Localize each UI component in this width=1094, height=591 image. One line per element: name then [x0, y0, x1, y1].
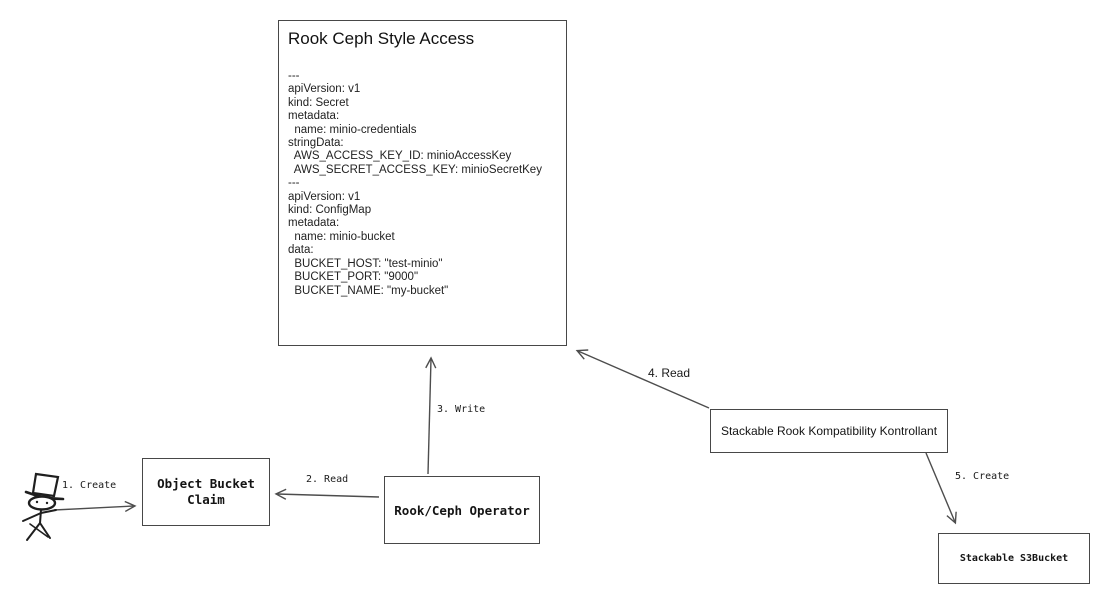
stackable-s3bucket-node: Stackable S3Bucket	[938, 533, 1090, 584]
edge-label-4-read: 4. Read	[648, 366, 691, 380]
arrow-3-write	[425, 356, 437, 475]
yaml-manifest-text: --- apiVersion: v1 kind: Secret metadata…	[288, 70, 542, 297]
access-box-title: Rook Ceph Style Access	[288, 29, 475, 48]
arrow-5-create	[925, 452, 957, 525]
object-bucket-claim-label: Object Bucket Claim	[157, 476, 255, 507]
rook-ceph-operator-node: Rook/Ceph Operator	[384, 476, 540, 544]
rook-ceph-operator-label: Rook/Ceph Operator	[394, 502, 530, 518]
rook-ceph-style-access-box: Rook Ceph Style Access --- apiVersion: v…	[278, 20, 567, 346]
edge-label-3-write: 3. Write	[437, 404, 486, 415]
edge-label-1-create: 1. Create	[62, 480, 117, 491]
user-stick-figure-icon	[22, 472, 65, 541]
arrow-2-read	[274, 488, 380, 500]
edge-label-2-read: 2. Read	[306, 474, 349, 485]
arrow-1-create	[53, 500, 137, 513]
object-bucket-claim-node: Object Bucket Claim	[142, 458, 270, 526]
stackable-kontrollant-node: Stackable Rook Kompatibility Kontrollant	[710, 409, 948, 453]
edge-label-5-create: 5. Create	[955, 471, 1010, 482]
stackable-s3bucket-label: Stackable S3Bucket	[959, 553, 1069, 564]
stackable-kontrollant-label: Stackable Rook Kompatibility Kontrollant	[720, 424, 938, 438]
